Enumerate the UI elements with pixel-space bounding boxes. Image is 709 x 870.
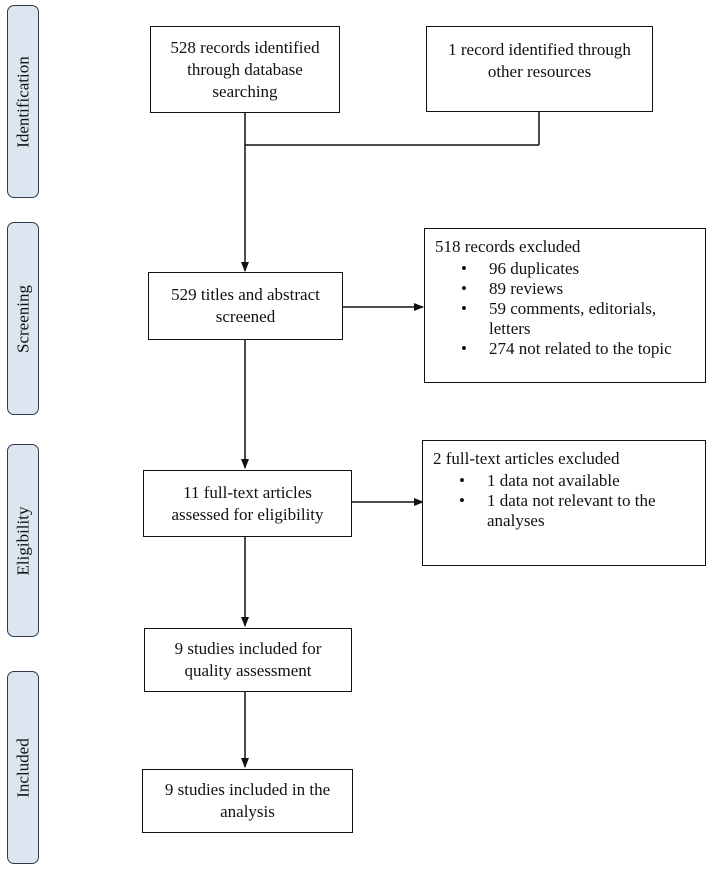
records-excluded-list: 96 duplicates 89 reviews 59 comments, ed… (435, 259, 695, 359)
stage-identification: Identification (7, 5, 39, 198)
fulltext-excluded-item: 1 data not relevant to the analyses (459, 491, 697, 531)
fulltext-excluded-list: 1 data not available 1 data not relevant… (433, 471, 695, 531)
box-fulltext-assessed-text: 11 full-text articles assessed for eligi… (171, 482, 324, 524)
box-fulltext-assessed: 11 full-text articles assessed for eligi… (143, 470, 352, 537)
records-excluded-item: 59 comments, editorials, letters (461, 299, 669, 339)
box-database-search: 528 records identified through database … (150, 26, 340, 113)
records-excluded-item: 89 reviews (461, 279, 695, 299)
box-screened-text: 529 titles and abstract screened (171, 285, 320, 326)
stage-screening: Screening (7, 222, 39, 415)
fulltext-excluded-item: 1 data not available (459, 471, 695, 491)
box-included-analysis-text: 9 studies included in the analysis (164, 780, 331, 821)
stage-included: Included (7, 671, 39, 864)
fulltext-excluded-title: 2 full-text articles excluded (433, 449, 620, 468)
box-included-analysis: 9 studies included in the analysis (142, 769, 353, 833)
box-quality-assessment: 9 studies included for quality assessmen… (144, 628, 352, 692)
box-database-search-text: 528 records identified through database … (170, 37, 320, 101)
box-fulltext-excluded: 2 full-text articles excluded 1 data not… (422, 440, 706, 566)
records-excluded-item: 96 duplicates (461, 259, 695, 279)
records-excluded-item: 274 not related to the topic (461, 339, 695, 359)
box-other-resources: 1 record identified through other resour… (426, 26, 653, 112)
records-excluded-title: 518 records excluded (435, 237, 581, 256)
box-screened: 529 titles and abstract screened (148, 272, 343, 340)
box-quality-assessment-text: 9 studies included for quality assessmen… (174, 639, 322, 680)
box-other-resources-text: 1 record identified through other resour… (448, 40, 631, 81)
box-records-excluded: 518 records excluded 96 duplicates 89 re… (424, 228, 706, 383)
stage-eligibility: Eligibility (7, 444, 39, 637)
